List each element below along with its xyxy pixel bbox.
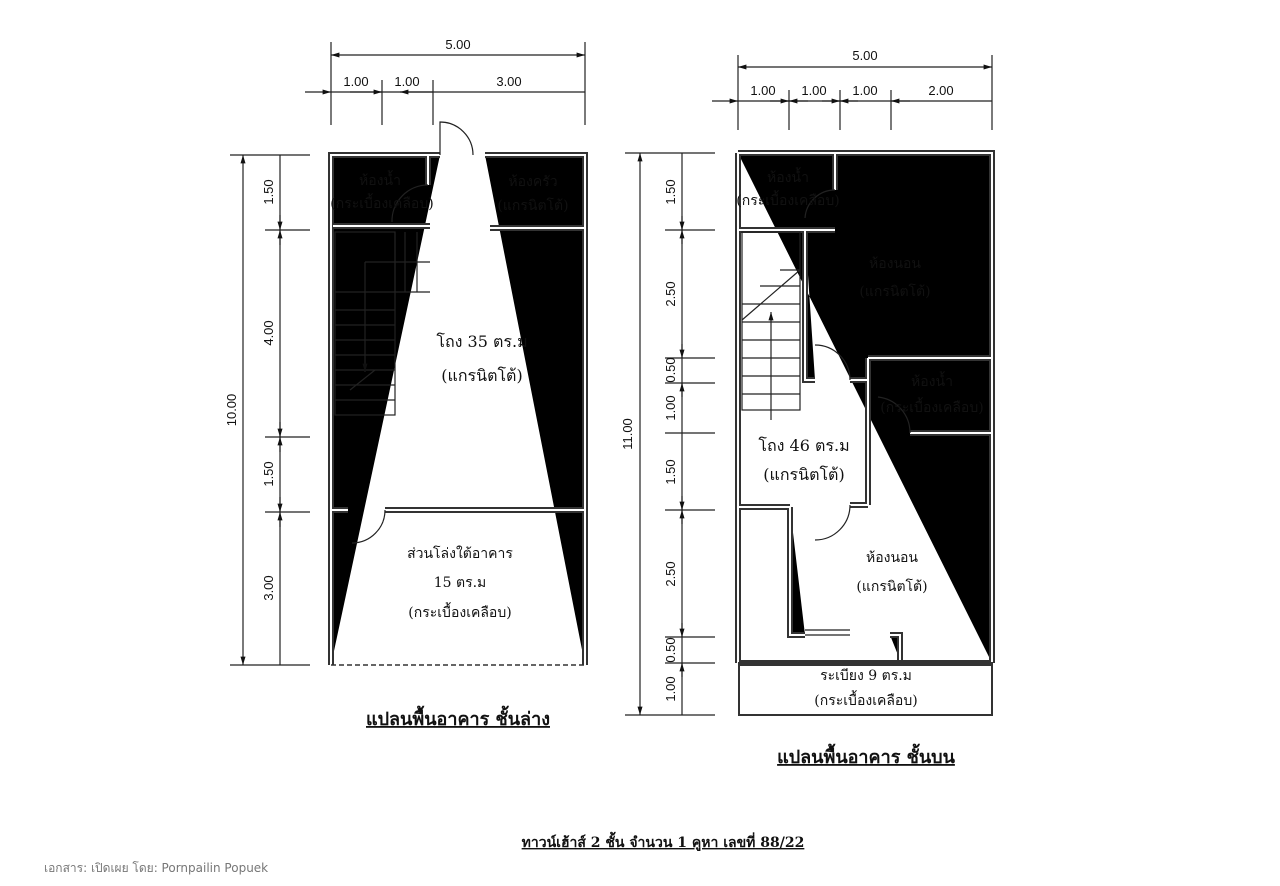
lower-hall-finish: (แกรนิตโต้) — [441, 366, 522, 385]
upper-doors — [804, 189, 911, 636]
upper-bedroom2-name: ห้องนอน — [866, 550, 918, 566]
lower-left-dimensions — [230, 154, 310, 666]
upper-dim-depth-8: 1.00 — [663, 676, 678, 701]
upper-plan: 5.00 1.00 1.00 1.00 2.00 11.00 1.50 2.50… — [620, 48, 992, 768]
lower-kitchen-name: ห้องครัว — [508, 174, 557, 190]
upper-left-dimensions — [625, 152, 715, 716]
lower-open-area-name: ส่วนโล่งใต้อาคาร — [407, 545, 513, 562]
upper-plan-title: แปลนพื้นอาคาร ชั้นบน — [777, 743, 955, 768]
lower-dim-depth-1: 1.50 — [261, 179, 276, 204]
upper-dim-total-depth: 11.00 — [620, 418, 635, 450]
lower-open-area-finish: (กระเบื้องเคลือบ) — [408, 602, 511, 621]
upper-balcony-finish: (กระเบื้องเคลือบ) — [814, 690, 917, 709]
lower-doors — [351, 121, 474, 544]
upper-walls — [738, 153, 992, 716]
upper-bathroom1-finish: (กระเบื้องเคลือบ) — [736, 190, 839, 209]
lower-dim-width-2: 1.00 — [394, 74, 419, 89]
upper-bathroom2-name: ห้องน้ำ — [911, 371, 953, 390]
document-caption: ทาวน์เฮ้าส์ 2 ชั้น จำนวน 1 คูหา เลขที่ 8… — [522, 831, 805, 851]
upper-dim-total-width: 5.00 — [852, 48, 877, 63]
upper-dim-depth-2: 2.50 — [663, 281, 678, 306]
lower-dim-depth-2: 4.00 — [261, 320, 276, 345]
lower-kitchen-finish: (แกรนิตโต้) — [497, 197, 568, 214]
lower-dim-total-depth: 10.00 — [224, 394, 239, 427]
lower-plan: 5.00 1.00 1.00 3.00 10.00 1.50 4.00 1.50… — [224, 37, 585, 730]
upper-bedroom2-finish: (แกรนิตโต้) — [856, 578, 927, 595]
lower-dim-total-width: 5.00 — [445, 37, 470, 52]
lower-staircase — [334, 231, 430, 416]
upper-dim-depth-3: 0.50 — [663, 357, 678, 382]
upper-bedroom1-finish: (แกรนิตโต้) — [859, 283, 930, 300]
lower-bathroom-finish: (กระเบื้องเคลือบ) — [330, 193, 433, 212]
lower-dim-width-3: 3.00 — [496, 74, 521, 89]
upper-dim-depth-4: 1.00 — [663, 395, 678, 420]
upper-dim-width-3: 1.00 — [852, 83, 877, 98]
watermark: เอกสาร: เปิดเผย โดย: Pornpailin Popuek — [44, 861, 268, 875]
lower-bathroom-name: ห้องน้ำ — [359, 170, 401, 189]
upper-bedroom1-name: ห้องนอน — [869, 256, 921, 272]
lower-open-area-size: 15 ตร.ม — [434, 575, 487, 591]
lower-dim-depth-3: 1.50 — [261, 461, 276, 486]
upper-hall-name: โถง 46 ตร.ม — [758, 436, 849, 455]
upper-balcony-name: ระเบียง 9 ตร.ม — [820, 668, 912, 684]
upper-bathroom1-name: ห้องน้ำ — [767, 167, 809, 186]
lower-top-dimensions — [305, 42, 586, 125]
upper-dim-depth-1: 1.50 — [663, 179, 678, 204]
upper-dim-width-4: 2.00 — [928, 83, 953, 98]
upper-staircase — [741, 231, 801, 420]
lower-dim-width-1: 1.00 — [343, 74, 368, 89]
upper-bathroom2-finish: (กระเบื้องเคลือบ) — [880, 397, 983, 416]
lower-hall-name: โถง 35 ตร.ม — [436, 332, 527, 351]
upper-dim-width-2: 1.00 — [801, 83, 826, 98]
upper-dim-depth-7: 0.50 — [663, 637, 678, 662]
upper-dim-depth-5: 1.50 — [663, 459, 678, 484]
upper-top-dimensions — [712, 55, 993, 130]
lower-plan-title: แปลนพื้นอาคาร ชั้นล่าง — [366, 705, 550, 730]
lower-dim-depth-4: 3.00 — [261, 575, 276, 600]
upper-dim-width-1: 1.00 — [750, 83, 775, 98]
upper-dim-depth-6: 2.50 — [663, 561, 678, 586]
upper-hall-finish: (แกรนิตโต้) — [763, 465, 844, 484]
